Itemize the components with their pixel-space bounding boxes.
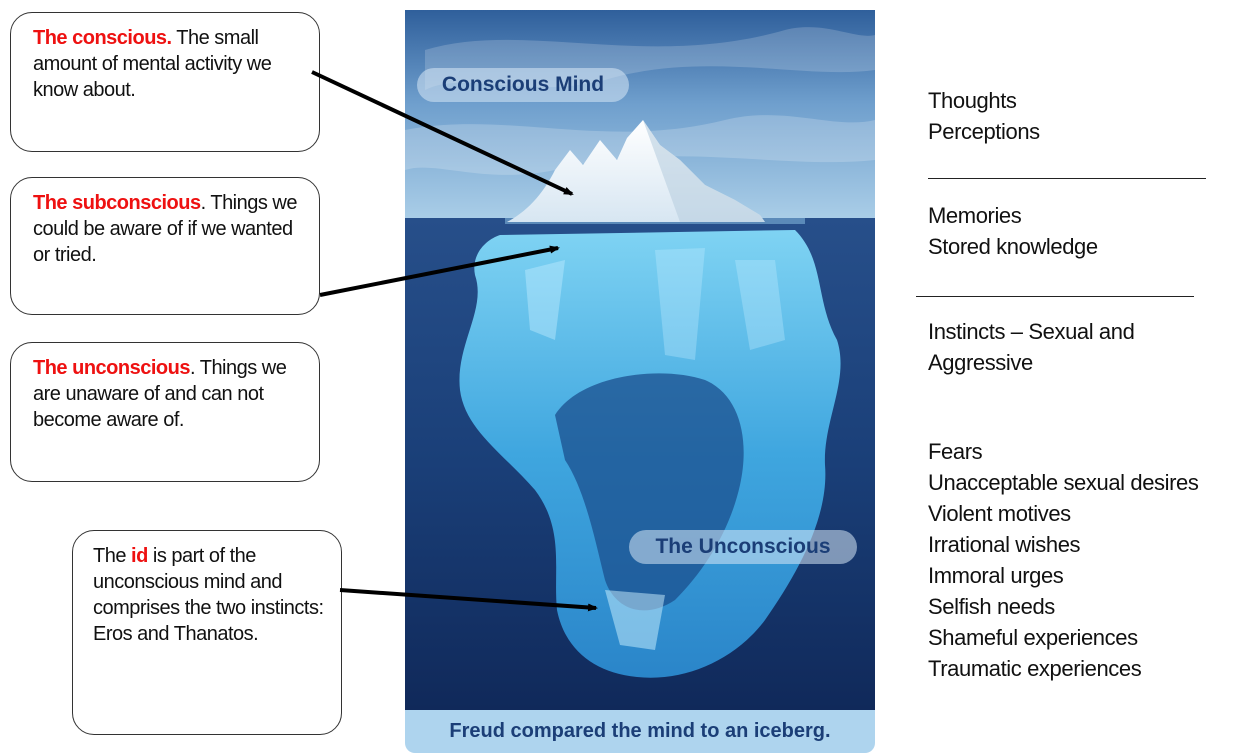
callout-unconscious-text: . Things we are unaware of and can not b… bbox=[33, 357, 287, 431]
divider bbox=[928, 178, 1206, 179]
callout-conscious: The conscious. The small amount of menta… bbox=[10, 12, 320, 152]
list-item: Memories bbox=[928, 203, 1022, 228]
list-item: Instincts – Sexual and bbox=[928, 319, 1135, 344]
iceberg-illustration bbox=[405, 10, 875, 710]
callout-id-text: is part of the unconscious mind and comp… bbox=[93, 545, 324, 645]
divider bbox=[916, 296, 1194, 297]
callout-subconscious-text: . Things we could be aware of if we want… bbox=[33, 192, 298, 266]
list-item: Shameful experiences bbox=[928, 625, 1138, 650]
callout-conscious-text: The small amount of mental activity we k… bbox=[33, 27, 272, 101]
list-item: Thoughts bbox=[928, 88, 1017, 113]
list-item: Irrational wishes bbox=[928, 532, 1081, 557]
callout-unconscious-term: The unconscious bbox=[33, 357, 190, 379]
list-item: Selfish needs bbox=[928, 594, 1055, 619]
list-subconscious-contents: Memories Stored knowledge bbox=[928, 200, 1098, 262]
list-conscious-contents: Thoughts Perceptions bbox=[928, 85, 1040, 147]
list-item: Violent motives bbox=[928, 501, 1071, 526]
ice-highlight bbox=[735, 260, 785, 350]
callout-id-before: The bbox=[93, 545, 132, 567]
list-item: Aggressive bbox=[928, 350, 1033, 375]
list-unconscious-contents: Fears Unacceptable sexual desires Violen… bbox=[928, 436, 1199, 684]
iceberg-caption: Freud compared the mind to an iceberg. bbox=[405, 710, 875, 753]
list-item: Stored knowledge bbox=[928, 234, 1098, 259]
callout-id: The id is part of the unconscious mind a… bbox=[72, 530, 342, 735]
list-item: Unacceptable sexual desires bbox=[928, 470, 1199, 495]
iceberg-tip-shade bbox=[643, 120, 765, 222]
list-item: Fears bbox=[928, 439, 983, 464]
list-instincts: Instincts – Sexual and Aggressive bbox=[928, 316, 1135, 378]
list-item: Traumatic experiences bbox=[928, 656, 1142, 681]
callout-id-term: id bbox=[131, 545, 148, 567]
list-item: Perceptions bbox=[928, 119, 1040, 144]
iceberg-image: Conscious Mind The Unconscious Freud com… bbox=[405, 10, 875, 753]
label-conscious-mind: Conscious Mind bbox=[417, 68, 629, 102]
label-the-unconscious: The Unconscious bbox=[629, 530, 857, 564]
callout-unconscious: The unconscious. Things we are unaware o… bbox=[10, 342, 320, 482]
callout-subconscious-term: The subconscious bbox=[33, 192, 201, 214]
callout-subconscious: The subconscious. Things we could be awa… bbox=[10, 177, 320, 315]
callout-conscious-term: The conscious. bbox=[33, 27, 172, 49]
ice-highlight bbox=[605, 590, 665, 650]
list-item: Immoral urges bbox=[928, 563, 1064, 588]
ice-highlight bbox=[655, 248, 705, 360]
